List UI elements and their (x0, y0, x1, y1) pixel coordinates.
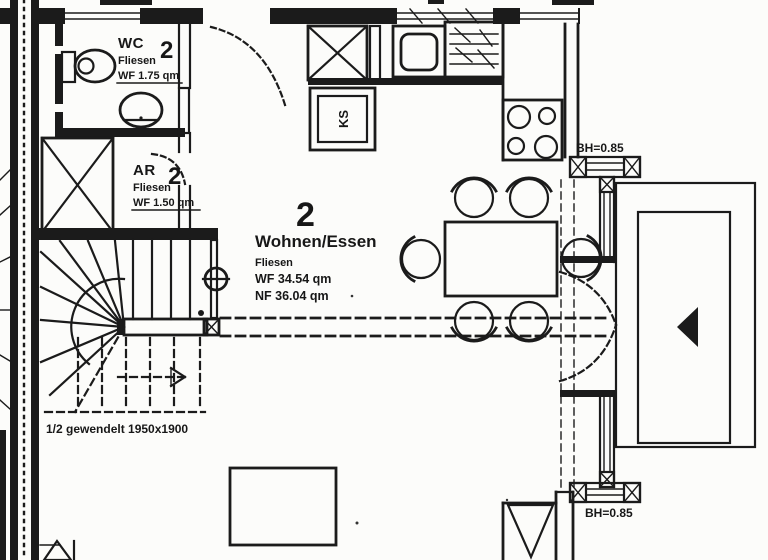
ar-floor-finish: Fliesen (133, 182, 171, 194)
shaft-v-marking (501, 501, 558, 560)
stair-handrail (122, 317, 209, 337)
parapet-height-top: BH=0.85 (576, 141, 624, 155)
ar-room-name: AR (133, 162, 156, 179)
living-room-labels: 2 Wohnen/Essen Fliesen WF 34.54 qm NF 36… (255, 196, 377, 303)
stair-top-wall (38, 228, 218, 240)
wc-door-leaf (177, 86, 191, 135)
staircase: 1/2 gewendelt 1950x1900 (38, 228, 231, 436)
roof-overhang-dashed (560, 179, 575, 488)
living-floor-finish: Fliesen (255, 257, 293, 269)
dining-set (399, 176, 603, 343)
scan-speck (505, 498, 509, 502)
fridge-label: KS (336, 110, 351, 128)
cut-label-fragment (552, 0, 594, 5)
door-jamb-top (560, 256, 617, 263)
fridge-icon: KS (308, 86, 377, 152)
washbasin-icon (118, 91, 164, 129)
counter-edge (308, 78, 503, 85)
stair-lower-flight (43, 336, 207, 414)
window-symbol-right-top: BH=0.85 (568, 141, 642, 179)
wc-room: WC 2 Fliesen WF 1.75 qm (55, 22, 192, 232)
stair-x-box (198, 310, 221, 337)
living-area-wf: WF 34.54 qm (255, 272, 331, 286)
entrance-opening (203, 8, 270, 24)
living-area-nf: NF 36.04 qm (255, 289, 329, 303)
stove-icon (501, 20, 564, 162)
dining-table (443, 220, 559, 298)
door-jamb-bottom (560, 390, 617, 397)
chair (505, 300, 553, 343)
right-exterior-wall (563, 22, 580, 159)
wc-area: WF 1.75 qm (118, 70, 179, 82)
ar-storey-number: 2 (168, 163, 181, 190)
living-storey-number: 2 (296, 196, 315, 234)
cut-label-fragment (428, 0, 444, 4)
terrace-door-swing-arc (558, 323, 618, 383)
wc-ar-right-wall (177, 22, 192, 232)
parapet-height-bottom: BH=0.85 (585, 506, 633, 520)
chair (450, 300, 498, 343)
stair-direction-arrow (116, 366, 187, 388)
terrace-window-strip (558, 175, 618, 489)
chair (505, 176, 553, 219)
window-symbol-top-1 (64, 8, 141, 24)
wc-room-name: WC (118, 35, 144, 52)
chair (450, 176, 498, 219)
bottom-left-fragment (39, 539, 76, 560)
chair (560, 234, 603, 282)
rug-rectangle (228, 466, 338, 547)
toilet-icon (60, 48, 117, 84)
top-exterior-wall (0, 0, 594, 24)
stair-column-symbol (201, 266, 231, 292)
scan-speck (350, 294, 354, 298)
neighbour-stair-lines (0, 169, 11, 410)
window-symbol-top-2 (396, 8, 494, 24)
ar-room: AR 2 Fliesen WF 1.50 qm (40, 136, 201, 234)
ar-area: WF 1.50 qm (133, 197, 194, 209)
terrace (614, 181, 757, 449)
terrace-door-swing-arc (558, 270, 618, 327)
wc-storey-number: 2 (160, 37, 173, 64)
stair-note: 1/2 gewendelt 1950x1900 (46, 422, 188, 436)
wc-bottom-wall (55, 128, 185, 137)
entrance-door-swing-arc (209, 25, 287, 107)
living-room-name: Wohnen/Essen (255, 232, 377, 251)
chair (399, 235, 442, 283)
kitchen: KS (306, 20, 564, 162)
wc-floor-finish: Fliesen (118, 55, 156, 67)
cut-label-fragment (100, 0, 152, 5)
party-wall (0, 0, 39, 560)
scan-speck (355, 521, 359, 525)
ar-door-swing-arc (150, 152, 187, 186)
window-symbol-top-3 (519, 8, 579, 24)
terrace-arrow-icon (677, 307, 698, 347)
